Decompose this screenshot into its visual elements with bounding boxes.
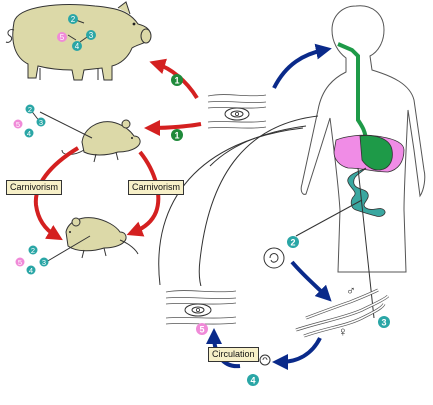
pointer-human-to-cyst [198,115,319,297]
stage-badge-2-rat-bottom: 2 [28,245,38,255]
svg-text:4: 4 [29,266,33,275]
svg-text:2: 2 [71,15,76,24]
svg-text:4: 4 [27,129,31,138]
svg-text:1: 1 [174,131,179,141]
svg-text:2: 2 [28,105,32,114]
stage-badge-3-adults: 3 [378,316,390,328]
stage-badge-5-rat-bottom: 5 [15,257,25,267]
adult-worms-illustration [295,288,390,338]
arrow-carnivorism-right [126,150,161,237]
svg-text:5: 5 [199,325,204,335]
label-carnivorism-left: Carnivorism [6,180,63,195]
stomach-shape [359,135,393,171]
male-symbol: ♂ [346,283,356,298]
label-circulation: Circulation [208,347,259,362]
stage-badge-1-to-pig: 1 [171,74,183,86]
stage-badge-5-rat-top: 5 [13,119,23,129]
arrow-meat-to-rat [144,119,202,136]
rat-bottom-illustration [65,217,139,259]
svg-text:2: 2 [31,246,35,255]
stage-badge-3-rat-bottom: 3 [39,257,49,267]
pig-illustration [5,1,152,81]
arrow-adults-to-newborn [272,337,322,370]
stage-badge-4-pig: 4 [72,41,82,51]
female-symbol: ♀ [338,324,348,339]
infected-muscle-tissue-bottom [165,286,237,326]
label-carnivorism-right: Carnivorism [128,180,185,195]
svg-text:3: 3 [89,31,94,40]
stage-badge-2-pig: 2 [68,14,78,24]
pointer-stage2-to-intestine [295,199,363,237]
rat-top-illustration [61,119,141,163]
stage-badge-4-rat-bottom: 4 [26,265,36,275]
newborn-larva-illustration [259,354,271,366]
stage-badge-4-rat-top: 4 [24,128,34,138]
stage-badge-1-to-rat: 1 [171,129,183,141]
svg-text:4: 4 [250,376,255,386]
svg-text:1: 1 [174,76,179,86]
stage-badge-5-pig: 5 [57,32,67,42]
svg-text:4: 4 [75,42,80,51]
svg-text:5: 5 [18,258,22,267]
arrow-carnivorism-left [33,146,80,241]
rat-top-pointer-line [39,111,93,139]
svg-text:3: 3 [381,318,386,328]
stage-badge-3-pig: 3 [86,30,96,40]
rat-bottom-pointer-line [45,235,91,263]
arrow-larva-to-adults [290,260,332,302]
stage-badge-5-tissue: 5 [196,323,208,335]
arrow-meat-to-human [272,43,332,89]
svg-text:3: 3 [42,258,46,267]
pointer-human-to-rat-bottom [209,125,307,167]
stage-badge-4-newborn: 4 [247,374,259,386]
svg-text:5: 5 [16,120,20,129]
infected-muscle-tissue-top [207,90,267,130]
small-intestine-shape [347,167,386,217]
svg-text:2: 2 [290,238,295,248]
excysted-larva-illustration [263,247,285,269]
svg-text:5: 5 [60,33,65,42]
stage-badge-3-rat-top: 3 [36,117,46,127]
svg-text:3: 3 [39,118,43,127]
stage-badge-2-rat-top: 2 [25,104,35,114]
stage-badge-2-larva: 2 [287,236,299,248]
pointer-human-to-tissue [158,127,304,286]
